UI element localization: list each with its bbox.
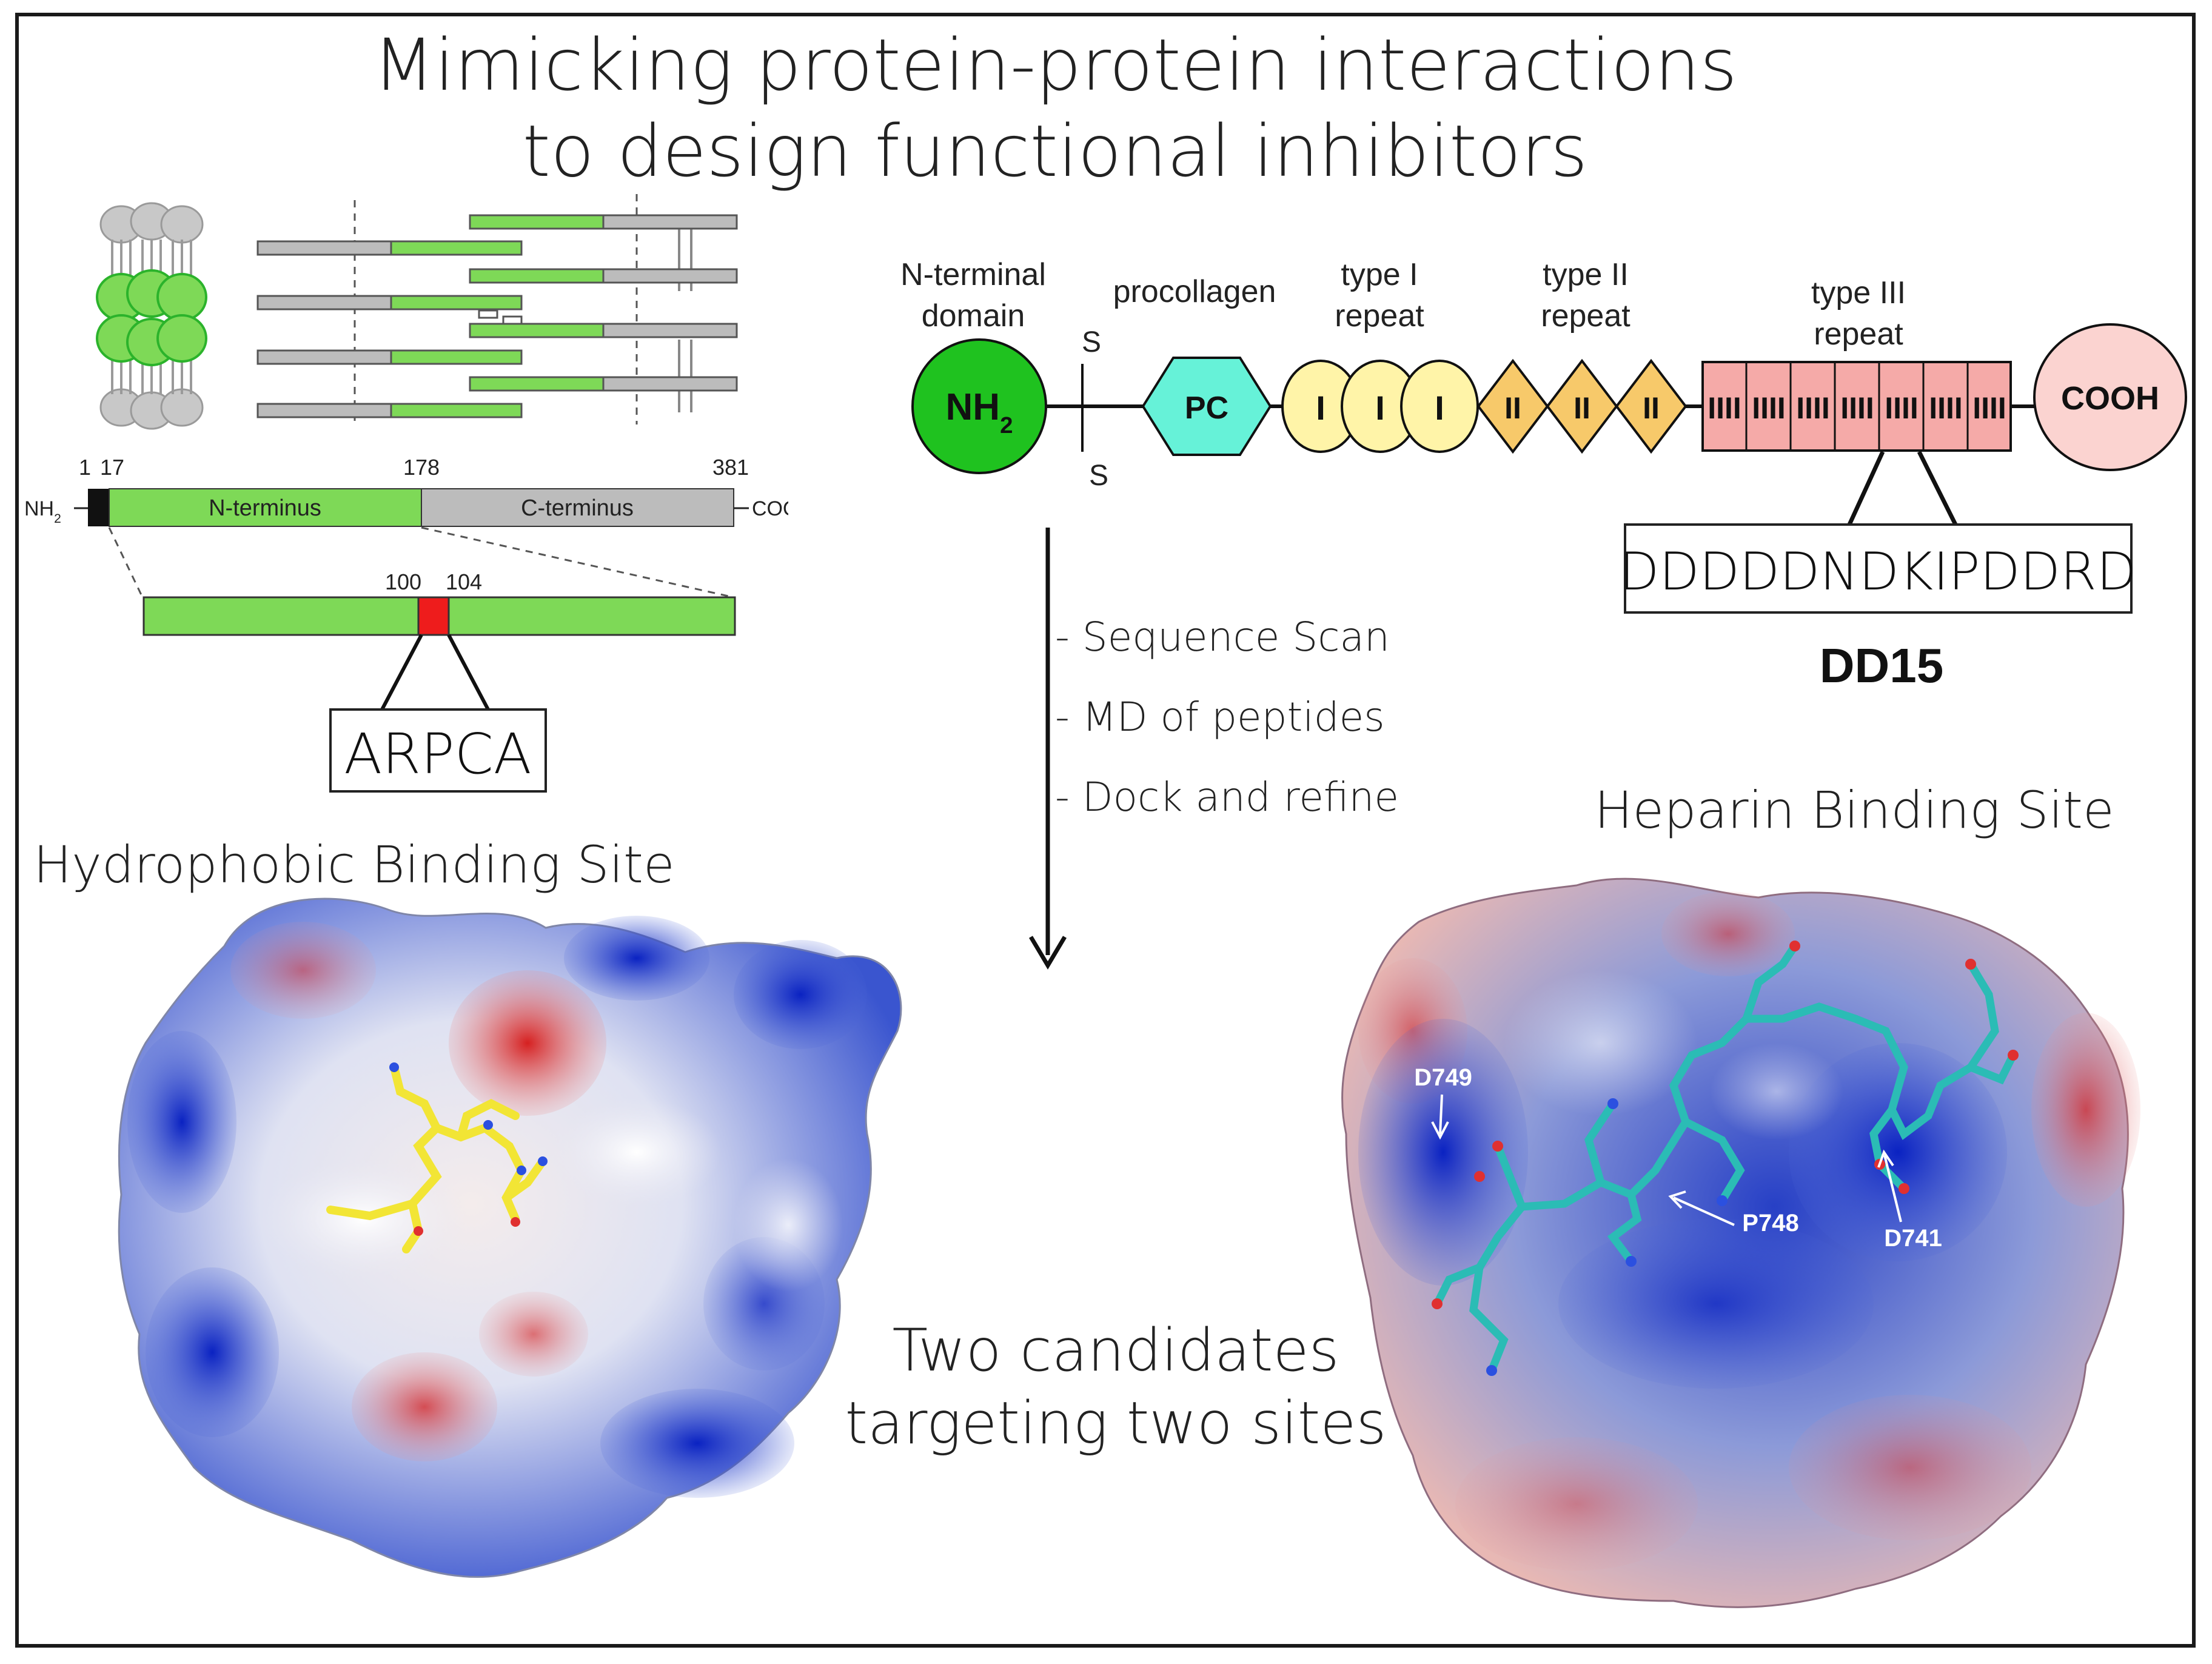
procollagen-label: procollagen <box>1113 274 1276 309</box>
workflow: - Sequence Scan - MD of peptides - Dock … <box>1028 528 1399 970</box>
heparin-site-title: Heparin Binding Site <box>1594 780 2114 840</box>
n-terminus-label: N-terminus <box>209 495 321 521</box>
outer-frame <box>15 13 2196 1648</box>
c-terminus-bar <box>421 488 734 527</box>
channel-cartoon <box>96 202 207 430</box>
pc-domain <box>1141 357 1272 456</box>
nh2-domain <box>911 338 1047 474</box>
workflow-step-1: - Sequence Scan <box>1055 614 1390 660</box>
residue-d741: D741 <box>1884 1225 1942 1252</box>
type1-symbol-2: I <box>1375 389 1385 427</box>
type3-symbol-6: IIII <box>1929 391 1963 425</box>
pos-381: 381 <box>712 455 749 480</box>
arpca-box <box>329 708 547 793</box>
pc-label: PC <box>1185 391 1228 426</box>
dd15-peptide-sticks <box>1433 942 2017 1375</box>
s-top: S <box>1082 326 1101 358</box>
n-terminus-bar <box>109 488 422 527</box>
type1-symbol-3: I <box>1435 389 1444 427</box>
residue-d749: D749 <box>1414 1064 1472 1091</box>
conclusion-line-1: Two candidates <box>892 1317 1339 1384</box>
type3-label-1: type III <box>1811 275 1906 310</box>
sequence-box <box>1624 523 2133 614</box>
type3-symbol-4: IIII <box>1840 391 1874 425</box>
arpca-region <box>417 596 450 636</box>
arpca-peptide-sticks <box>326 1063 547 1253</box>
type1-label-2: repeat <box>1335 298 1424 334</box>
domain-diagram: N-terminal domain procollagen type I rep… <box>900 257 2187 693</box>
n-terminal-label-2: domain <box>922 298 1025 334</box>
residue-p748: P748 <box>1742 1210 1798 1236</box>
pos-178: 178 <box>403 455 440 480</box>
workflow-step-3: - Dock and refine <box>1055 774 1399 820</box>
type3-symbol-5: IIII <box>1885 391 1919 425</box>
type1-label-1: type I <box>1341 257 1418 292</box>
s-bottom: S <box>1089 460 1108 492</box>
cooh-domain-label: COOH <box>2061 380 2159 417</box>
cooh-label-clip <box>788 485 825 528</box>
type1-symbol-1: I <box>1316 389 1326 427</box>
signal-peptide <box>88 489 109 526</box>
hydrophobic-surface-render <box>118 897 902 1578</box>
conclusion-line-2: targeting two sites <box>845 1389 1386 1457</box>
nh2-label-left: NH2 <box>24 497 61 526</box>
hydrophobic-site-title: Hydrophobic Binding Site <box>33 835 675 894</box>
c-terminus-label: C-terminus <box>521 495 634 521</box>
type3-symbol-2: IIII <box>1752 391 1786 425</box>
sequence-map: 1 17 178 381 NH2 N-terminus C-terminus C… <box>24 455 825 793</box>
type2-symbol-1: II <box>1504 391 1521 425</box>
type2-repeat-3 <box>1615 358 1687 454</box>
type3-symbol-3: IIII <box>1796 391 1830 425</box>
arpca-text: ARPCA <box>344 722 532 787</box>
pos-1: 1 <box>79 455 91 480</box>
type2-symbol-3: II <box>1643 391 1660 425</box>
type2-label-2: repeat <box>1541 298 1631 334</box>
type2-label-1: type II <box>1543 257 1629 292</box>
sequence-text: DDDDDNDKIPDDRD <box>1619 542 2137 602</box>
workflow-step-2: - MD of peptides <box>1055 694 1385 740</box>
title-line-1: Mimicking protein-protein interactions <box>373 23 1737 107</box>
type3-symbol-7: IIII <box>1972 391 2006 425</box>
type3-repeat-block <box>1701 361 2012 452</box>
type3-symbol-1: IIII <box>1708 391 1741 425</box>
title-line-2: to design functional inhibitors <box>523 109 1588 193</box>
pos-17: 17 <box>100 455 124 480</box>
heparin-surface-render: D749 P748 D741 <box>1341 877 2140 1608</box>
type3-label-2: repeat <box>1814 317 1903 352</box>
pos-104: 104 <box>446 569 482 594</box>
dd15-label: DD15 <box>1820 639 1944 693</box>
pos-100: 100 <box>385 569 421 594</box>
n-terminal-label-1: N-terminal <box>900 257 1046 292</box>
type2-symbol-2: II <box>1574 391 1590 425</box>
stacked-bars-cartoon <box>256 194 738 424</box>
workflow-arrow-head <box>1028 936 1067 970</box>
cooh-domain <box>2033 323 2187 471</box>
